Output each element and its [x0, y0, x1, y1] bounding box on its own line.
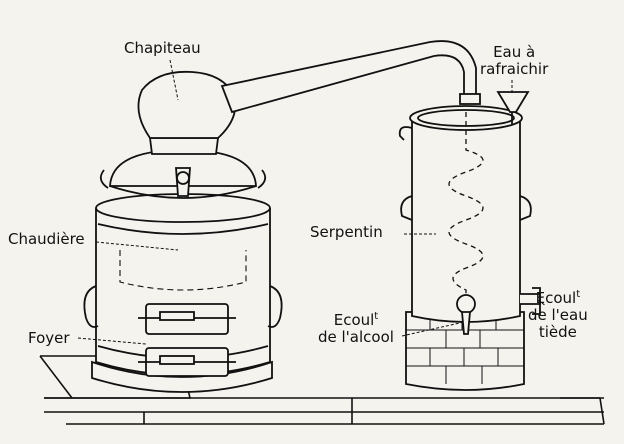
alcool-line1: Ecoul: [333, 311, 375, 329]
label-ecoulement-alcool: Ecoult de l'alcool: [318, 311, 394, 346]
boiler: [83, 70, 283, 393]
eau-tiede-line1: Ecoul: [535, 289, 577, 307]
alcool-sup: t: [374, 311, 379, 322]
swan-neck-pipe: [220, 40, 481, 114]
label-foyer: Foyer: [28, 329, 70, 347]
leader-lines: [77, 59, 547, 345]
condenser: [398, 91, 541, 391]
label-ecoulement-eau-tiede: Ecoult de l'eau tiède: [528, 289, 588, 341]
floor-platform: [39, 355, 605, 425]
label-chapiteau: Chapiteau: [124, 39, 201, 57]
label-eau-a-rafraichir: Eau à rafraichir: [480, 43, 549, 78]
label-serpentin: Serpentin: [310, 223, 383, 241]
eau-tiede-sup: t: [576, 289, 581, 300]
label-chaudiere: Chaudière: [8, 230, 85, 248]
